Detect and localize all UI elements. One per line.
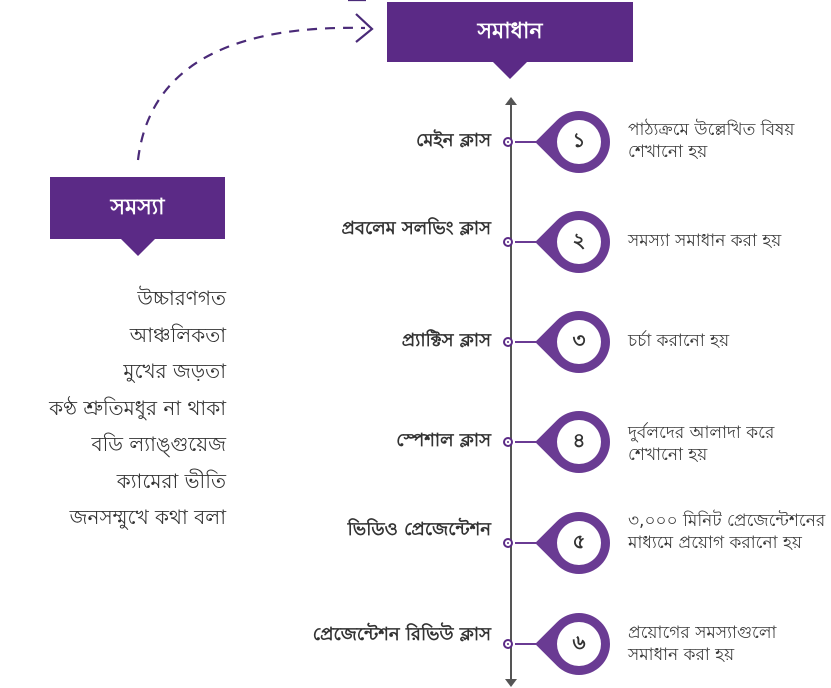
step-2-connector [515,241,555,243]
step-6-label: প্রেজেন্টেশন রিভিউ ক্লাস [312,624,491,645]
step-3-dot [503,337,513,347]
problem-banner: সমস্যা [50,177,225,256]
step-1-description: পাঠ্যক্রমে উল্লেখিত বিষয় শেখানো হয় [628,120,795,162]
step-1-label: মেইন ক্লাস [416,130,491,151]
step-2-number: ২ [557,220,601,264]
step-4-label: স্পেশাল ক্লাস [396,430,491,451]
step-2-description: সমস্যা সমাধান করা হয় [628,231,782,251]
step-6-description: প্রয়োগের সমস্যাগুলো সমাধান করা হয় [628,623,777,665]
step-5-label: ভিডিও প্রেজেন্টেশন [347,519,491,540]
problem-item: বডি ল্যাঙ্গুয়েজ [91,432,226,456]
step-4-number: ৪ [557,420,601,464]
timeline-line [510,101,512,683]
step-4-pin: ৪ [535,398,623,486]
step-5-description: ৩,০০০ মিনিট প্রেজেন্টেশনের মাধ্যমে প্রয়… [628,511,826,553]
step-2-dot [503,237,513,247]
step-5-pin: ৫ [535,499,623,587]
problem-item: আঞ্চলিকতা [129,322,226,347]
step-4-connector [515,441,555,443]
step-6-dot [503,639,513,649]
step-3-number: ৩ [557,320,601,364]
timeline-arrow-up [505,97,517,105]
banner-pointer [493,62,527,79]
step-2-label: প্রবলেম সলভিং ক্লাস [341,218,491,239]
step-5-dot [503,538,513,548]
step-6-number: ৬ [557,622,601,666]
problem-item: ক্যামেরা ভীতি [116,468,226,493]
step-4-description: দুর্বলদের আলাদা করে শেখানো হয় [628,423,775,465]
problem-item: মুখের জড়তা [123,359,226,383]
step-3-description: চর্চা করানো হয় [628,331,730,351]
step-5-connector [515,542,555,544]
step-1-number: ১ [557,120,601,164]
step-2-pin: ২ [535,198,623,286]
step-1-pin: ১ [535,98,623,186]
solution-title: সমাধান [477,18,543,44]
timeline-arrow-down [505,679,517,687]
step-1-dot [503,137,513,147]
step-6-pin: ৬ [535,600,623,688]
step-3-label: প্র্যাক্টিস ক্লাস [401,330,491,351]
problem-item: কণ্ঠ শ্রুতিমধুর না থাকা [49,395,226,420]
step-4-dot [503,437,513,447]
problem-item: জনসম্মুখে কথা বলা [69,505,226,529]
step-3-pin: ৩ [535,298,623,386]
solution-banner: সমাধান [387,2,633,79]
problem-title: সমস্যা [110,194,165,220]
banner-pointer [120,239,155,256]
step-5-number: ৫ [557,521,601,565]
step-1-connector [515,141,555,143]
step-6-connector [515,643,555,645]
step-3-connector [515,341,555,343]
problem-list: উচ্চারণগত আঞ্চলিকতা মুখের জড়তা কণ্ঠ শ্র… [0,280,226,536]
problem-item: উচ্চারণগত [137,286,226,310]
